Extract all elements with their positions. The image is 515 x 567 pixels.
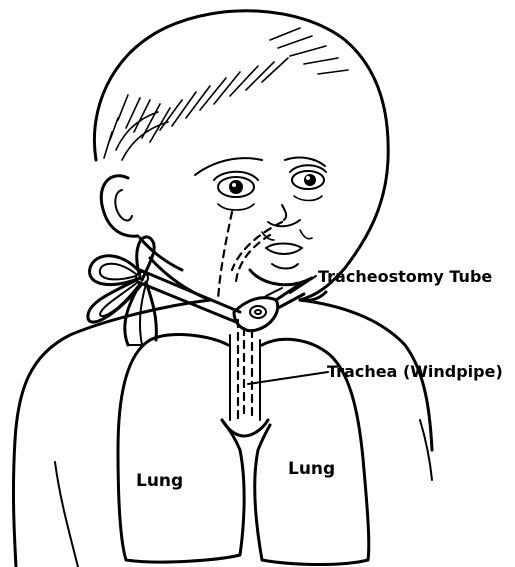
trachea [230,320,260,420]
trach-tie-bow [88,237,240,345]
label-trachea: Trachea (Windpipe) [327,362,503,381]
label-tracheostomy-tube: Tracheostomy Tube [318,267,492,286]
label-lung-right: Lung [288,459,335,479]
neck [150,258,326,301]
left-lung-shape [118,335,244,563]
baby-head [94,11,388,300]
ear [101,176,138,236]
label-lung-left: Lung [136,471,183,491]
